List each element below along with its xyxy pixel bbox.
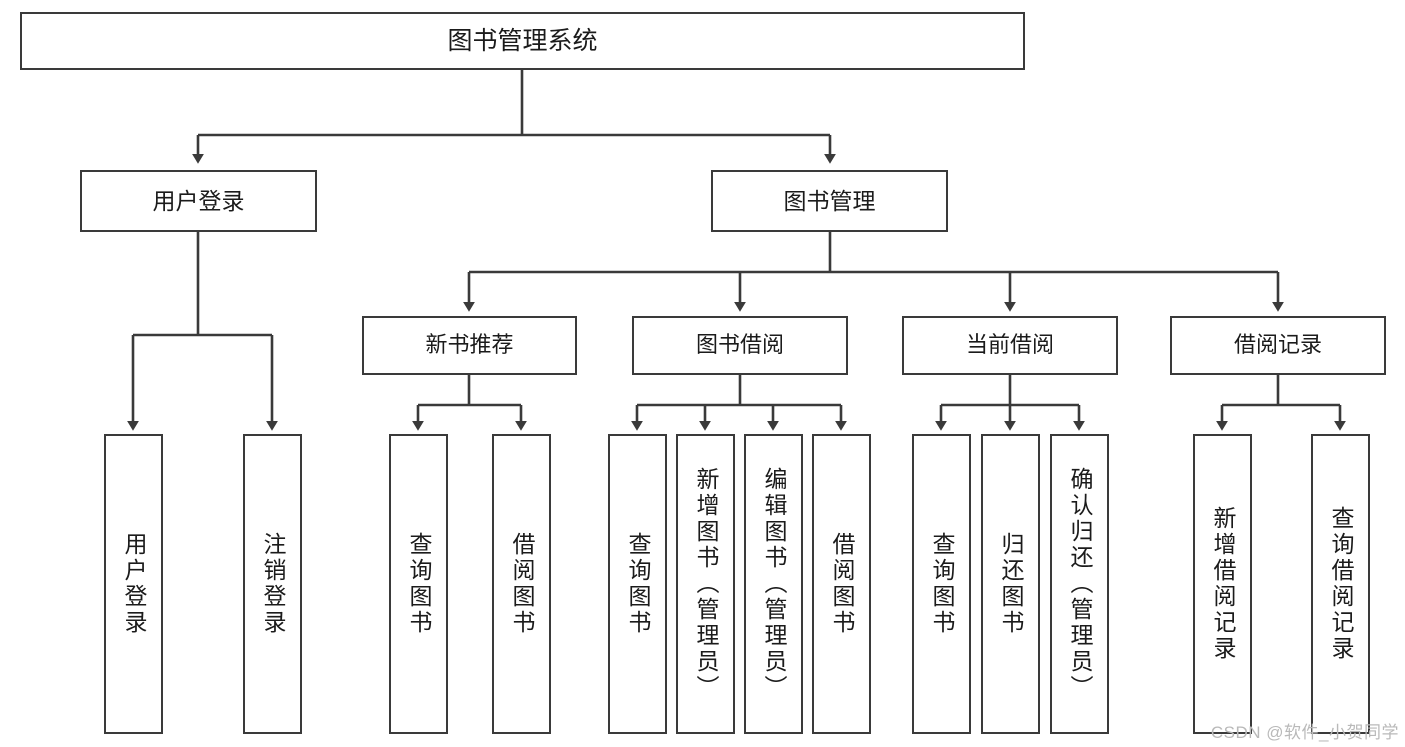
node-label: 用户登录 [121,532,147,636]
leaf-book-borrow-add-book-admin[interactable]: 新增图书（管理员） [676,434,735,734]
node-borrow-record[interactable]: 借阅记录 [1170,316,1386,375]
node-label: 新书推荐 [425,332,514,358]
node-book-borrow[interactable]: 图书借阅 [632,316,848,375]
node-label: 借阅图书 [829,532,855,636]
leaf-current-borrow-query-book[interactable]: 查询图书 [912,434,971,734]
node-label: 图书借阅 [695,332,784,358]
node-label: 归还图书 [998,532,1024,636]
node-label: 查询借阅记录 [1328,506,1354,662]
leaf-book-borrow-borrow-book[interactable]: 借阅图书 [812,434,871,734]
node-label: 借阅记录 [1233,332,1322,358]
node-current-borrow[interactable]: 当前借阅 [902,316,1118,375]
leaf-user-login-logout[interactable]: 注销登录 [243,434,302,734]
leaf-user-login-login[interactable]: 用户登录 [104,434,163,734]
node-label: 注销登录 [260,532,286,636]
node-label: 新增借阅记录 [1210,506,1236,662]
node-label: 新增图书（管理员） [693,467,719,701]
node-root-book-management-system[interactable]: 图书管理系统 [20,12,1025,70]
leaf-current-borrow-return-book[interactable]: 归还图书 [981,434,1040,734]
leaf-borrow-record-add-record[interactable]: 新增借阅记录 [1193,434,1252,734]
leaf-book-borrow-query-book[interactable]: 查询图书 [608,434,667,734]
node-label: 查询图书 [929,532,955,636]
leaf-new-book-query-book[interactable]: 查询图书 [389,434,448,734]
node-book-management[interactable]: 图书管理 [711,170,948,232]
leaf-new-book-borrow-book[interactable]: 借阅图书 [492,434,551,734]
node-label: 借阅图书 [509,532,535,636]
leaf-book-borrow-edit-book-admin[interactable]: 编辑图书（管理员） [744,434,803,734]
node-label: 确认归还（管理员） [1067,467,1093,701]
watermark: CSDN @软件_小贺同学 [1210,723,1399,742]
node-label: 查询图书 [406,532,432,636]
node-label: 查询图书 [625,532,651,636]
node-label: 当前借阅 [965,332,1054,358]
leaf-borrow-record-query-record[interactable]: 查询借阅记录 [1311,434,1370,734]
node-label: 图书管理系统 [447,26,598,55]
node-new-book-recommend[interactable]: 新书推荐 [362,316,577,375]
node-label: 用户登录 [152,187,245,214]
node-label: 图书管理 [783,187,876,214]
node-label: 编辑图书（管理员） [761,467,787,701]
leaf-current-borrow-confirm-return-admin[interactable]: 确认归还（管理员） [1050,434,1109,734]
node-user-login[interactable]: 用户登录 [80,170,317,232]
